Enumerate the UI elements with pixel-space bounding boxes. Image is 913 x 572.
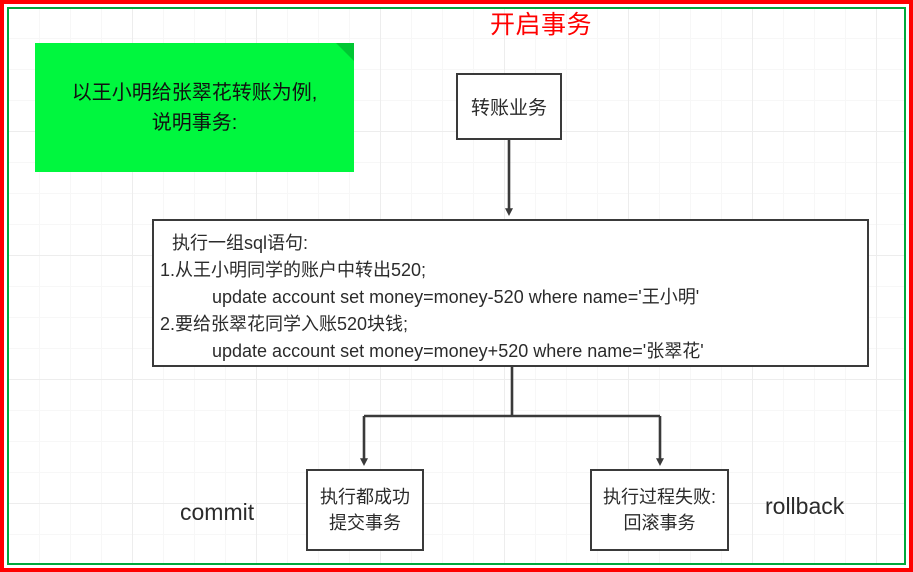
- note-fold-corner: [336, 43, 354, 61]
- page-title: 开启事务: [490, 11, 593, 39]
- node-transfer-business[interactable]: 转账业务: [456, 73, 562, 140]
- sql-line-3: 2.要给张翠花同学入账520块钱;: [160, 314, 409, 334]
- node-layer: 开启事务 以王小明给张翠花转账为例, 说明事务: 转账业务 执行一组sql语句:…: [4, 4, 913, 572]
- sql-line-2: update account set money=money-520 where…: [212, 287, 700, 307]
- sql-line-0: 执行一组sql语句:: [172, 233, 309, 253]
- sticky-note-text: 以王小明给张翠花转账为例, 说明事务:: [71, 81, 318, 134]
- sticky-note: 以王小明给张翠花转账为例, 说明事务:: [35, 43, 354, 172]
- node-rollback-outcome[interactable]: 执行过程失败: 回滚事务: [590, 469, 729, 551]
- sql-line-1: 1.从王小明同学的账户中转出520;: [160, 260, 427, 280]
- label-commit: commit: [180, 499, 255, 525]
- node-commit-outcome-label: 执行都成功 提交事务: [320, 487, 410, 533]
- node-commit-outcome[interactable]: 执行都成功 提交事务: [306, 469, 424, 551]
- node-sql-block[interactable]: 执行一组sql语句: 1.从王小明同学的账户中转出520; update acc…: [152, 219, 869, 367]
- connector-layer: [360, 140, 665, 467]
- sql-line-4: update account set money=money+520 where…: [212, 341, 704, 361]
- label-rollback: rollback: [765, 493, 845, 519]
- node-transfer-business-label: 转账业务: [470, 98, 547, 119]
- node-rollback-outcome-label: 执行过程失败: 回滚事务: [602, 487, 716, 533]
